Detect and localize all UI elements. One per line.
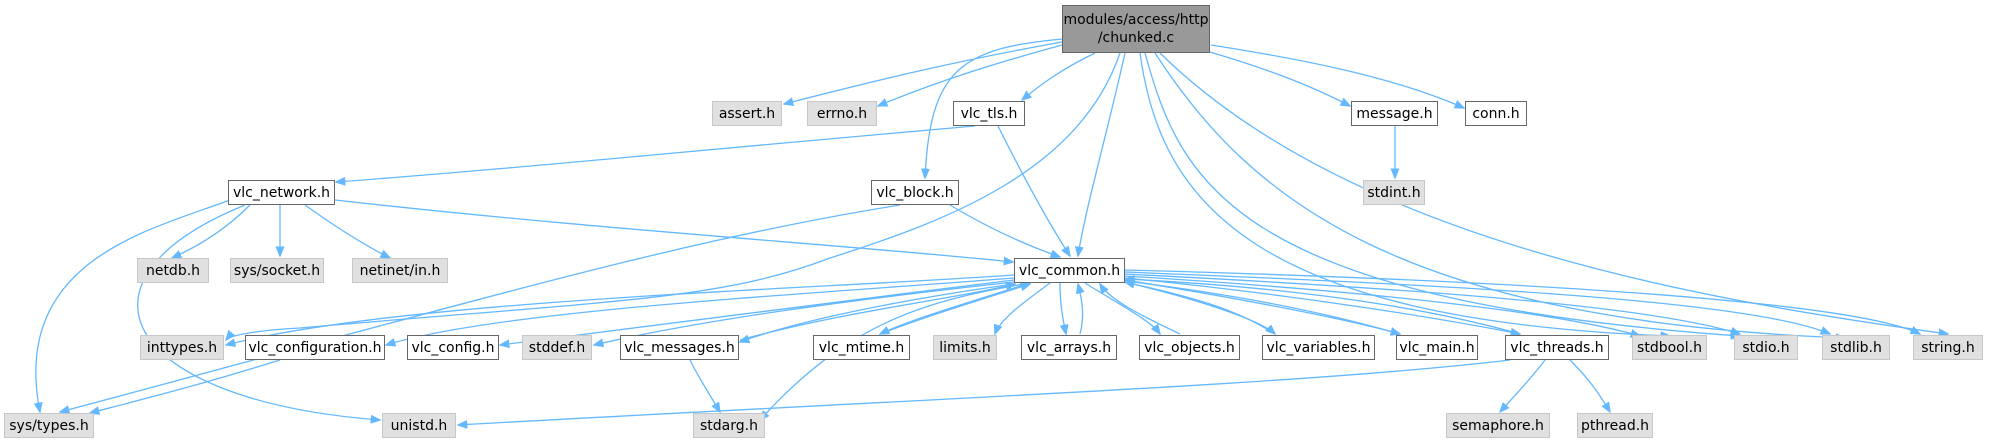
- node-errno-h[interactable]: errno.h: [807, 101, 877, 126]
- edge-common-mtime: [880, 282, 1031, 334]
- edge-network-netdb: [172, 204, 251, 258]
- edge-root-errno: [878, 44, 1063, 106]
- node-stdarg-h[interactable]: stdarg.h: [693, 413, 765, 438]
- edge-main-common: [1125, 281, 1401, 335]
- node-vlc-network-h[interactable]: vlc_network.h: [228, 180, 335, 205]
- edge-block-common: [949, 204, 1060, 257]
- node-chunked-c[interactable]: modules/access/http /chunked.c: [1062, 5, 1210, 53]
- node-vlc-threads-h[interactable]: vlc_threads.h: [1505, 335, 1609, 360]
- edge-tls-network: [336, 125, 976, 182]
- edge-configuration-systypes: [90, 359, 281, 413]
- node-pthread-h[interactable]: pthread.h: [1577, 413, 1653, 438]
- edge-network-netinet: [304, 204, 390, 258]
- edge-common-variables: [1124, 281, 1275, 334]
- edge-common-threads: [1124, 277, 1520, 334]
- node-inttypes-h[interactable]: inttypes.h: [140, 335, 224, 360]
- node-stdlib-h[interactable]: stdlib.h: [1822, 335, 1890, 360]
- node-stddef-h[interactable]: stddef.h: [522, 335, 592, 360]
- node-assert-h[interactable]: assert.h: [712, 101, 782, 126]
- node-stdbool-h[interactable]: stdbool.h: [1632, 335, 1707, 360]
- edge-mtime-common: [879, 284, 1030, 335]
- edge-network-unistd: [137, 204, 380, 420]
- node-vlc-messages-h[interactable]: vlc_messages.h: [620, 335, 739, 360]
- edge-common-limits: [995, 282, 1051, 334]
- node-chunked-c-line1: modules/access/http: [1063, 12, 1209, 28]
- node-netinet-in-h[interactable]: netinet/in.h: [352, 258, 448, 283]
- edge-common-inttypes: [226, 274, 1015, 345]
- edge-root-assert: [784, 41, 1063, 104]
- node-vlc-tls-h[interactable]: vlc_tls.h: [953, 101, 1025, 126]
- edge-common-stdlib: [1124, 271, 1830, 334]
- edge-tls-common: [997, 125, 1070, 256]
- node-sys-types-h[interactable]: sys/types.h: [4, 413, 94, 438]
- edge-common-stdarg: [760, 282, 1031, 420]
- node-vlc-block-h[interactable]: vlc_block.h: [871, 180, 959, 205]
- node-semaphore-h[interactable]: semaphore.h: [1446, 413, 1550, 438]
- node-vlc-arrays-h[interactable]: vlc_arrays.h: [1021, 335, 1117, 360]
- node-vlc-main-h[interactable]: vlc_main.h: [1396, 335, 1478, 360]
- node-conn-h[interactable]: conn.h: [1465, 101, 1527, 126]
- edge-common-string: [1124, 269, 1920, 334]
- edge-root-stdlib: [1154, 52, 1845, 338]
- edge-root-string: [1159, 52, 1948, 334]
- edge-root-stdio: [1144, 52, 1740, 336]
- node-vlc-config-h[interactable]: vlc_config.h: [407, 335, 499, 360]
- edge-root-message: [1209, 51, 1350, 106]
- edge-threads-unistd: [458, 359, 1511, 425]
- edge-threads-pthread: [1569, 359, 1610, 412]
- edge-common-stdio: [1124, 273, 1740, 334]
- node-vlc-objects-h[interactable]: vlc_objects.h: [1139, 335, 1240, 360]
- node-stdio-h[interactable]: stdio.h: [1734, 335, 1798, 360]
- node-string-h[interactable]: string.h: [1913, 335, 1983, 360]
- edge-network-systypes: [36, 199, 231, 412]
- node-vlc-mtime-h[interactable]: vlc_mtime.h: [813, 335, 910, 360]
- edge-threads-common: [1125, 279, 1521, 335]
- node-sys-socket-h[interactable]: sys/socket.h: [230, 258, 324, 283]
- edge-common-objects: [1084, 282, 1160, 334]
- node-netdb-h[interactable]: netdb.h: [137, 258, 209, 283]
- edge-messages-common: [739, 284, 1015, 341]
- edge-threads-semaphore: [1500, 359, 1546, 412]
- node-vlc-variables-h[interactable]: vlc_variables.h: [1262, 335, 1375, 360]
- node-vlc-common-h[interactable]: vlc_common.h: [1014, 258, 1125, 283]
- node-unistd-h[interactable]: unistd.h: [382, 413, 456, 438]
- edge-common-stdbool: [1124, 275, 1640, 336]
- edge-variables-common: [1125, 282, 1276, 335]
- node-limits-h[interactable]: limits.h: [933, 335, 997, 360]
- edge-messages-stdarg: [689, 359, 720, 412]
- edge-root-vlc-tls: [1022, 52, 1096, 100]
- edge-root-stdbool: [1139, 52, 1670, 336]
- edge-configuration-common: [386, 277, 1015, 345]
- node-chunked-c-line2: /chunked.c: [1097, 30, 1175, 46]
- edge-root-vlc-common: [1078, 52, 1126, 256]
- node-stdint-h[interactable]: stdint.h: [1363, 180, 1425, 205]
- edge-objects-common: [1100, 284, 1181, 335]
- edge-root-conn: [1210, 44, 1464, 108]
- edge-common-arrays: [1059, 282, 1066, 334]
- edge-root-vlc-block: [925, 38, 1064, 178]
- node-message-h[interactable]: message.h: [1351, 101, 1438, 126]
- edge-network-common: [334, 199, 1013, 262]
- node-vlc-configuration-h[interactable]: vlc_configuration.h: [245, 335, 385, 360]
- edge-config-common: [500, 279, 1015, 345]
- edge-block-systypes: [60, 204, 901, 412]
- edge-arrays-common: [1078, 284, 1083, 335]
